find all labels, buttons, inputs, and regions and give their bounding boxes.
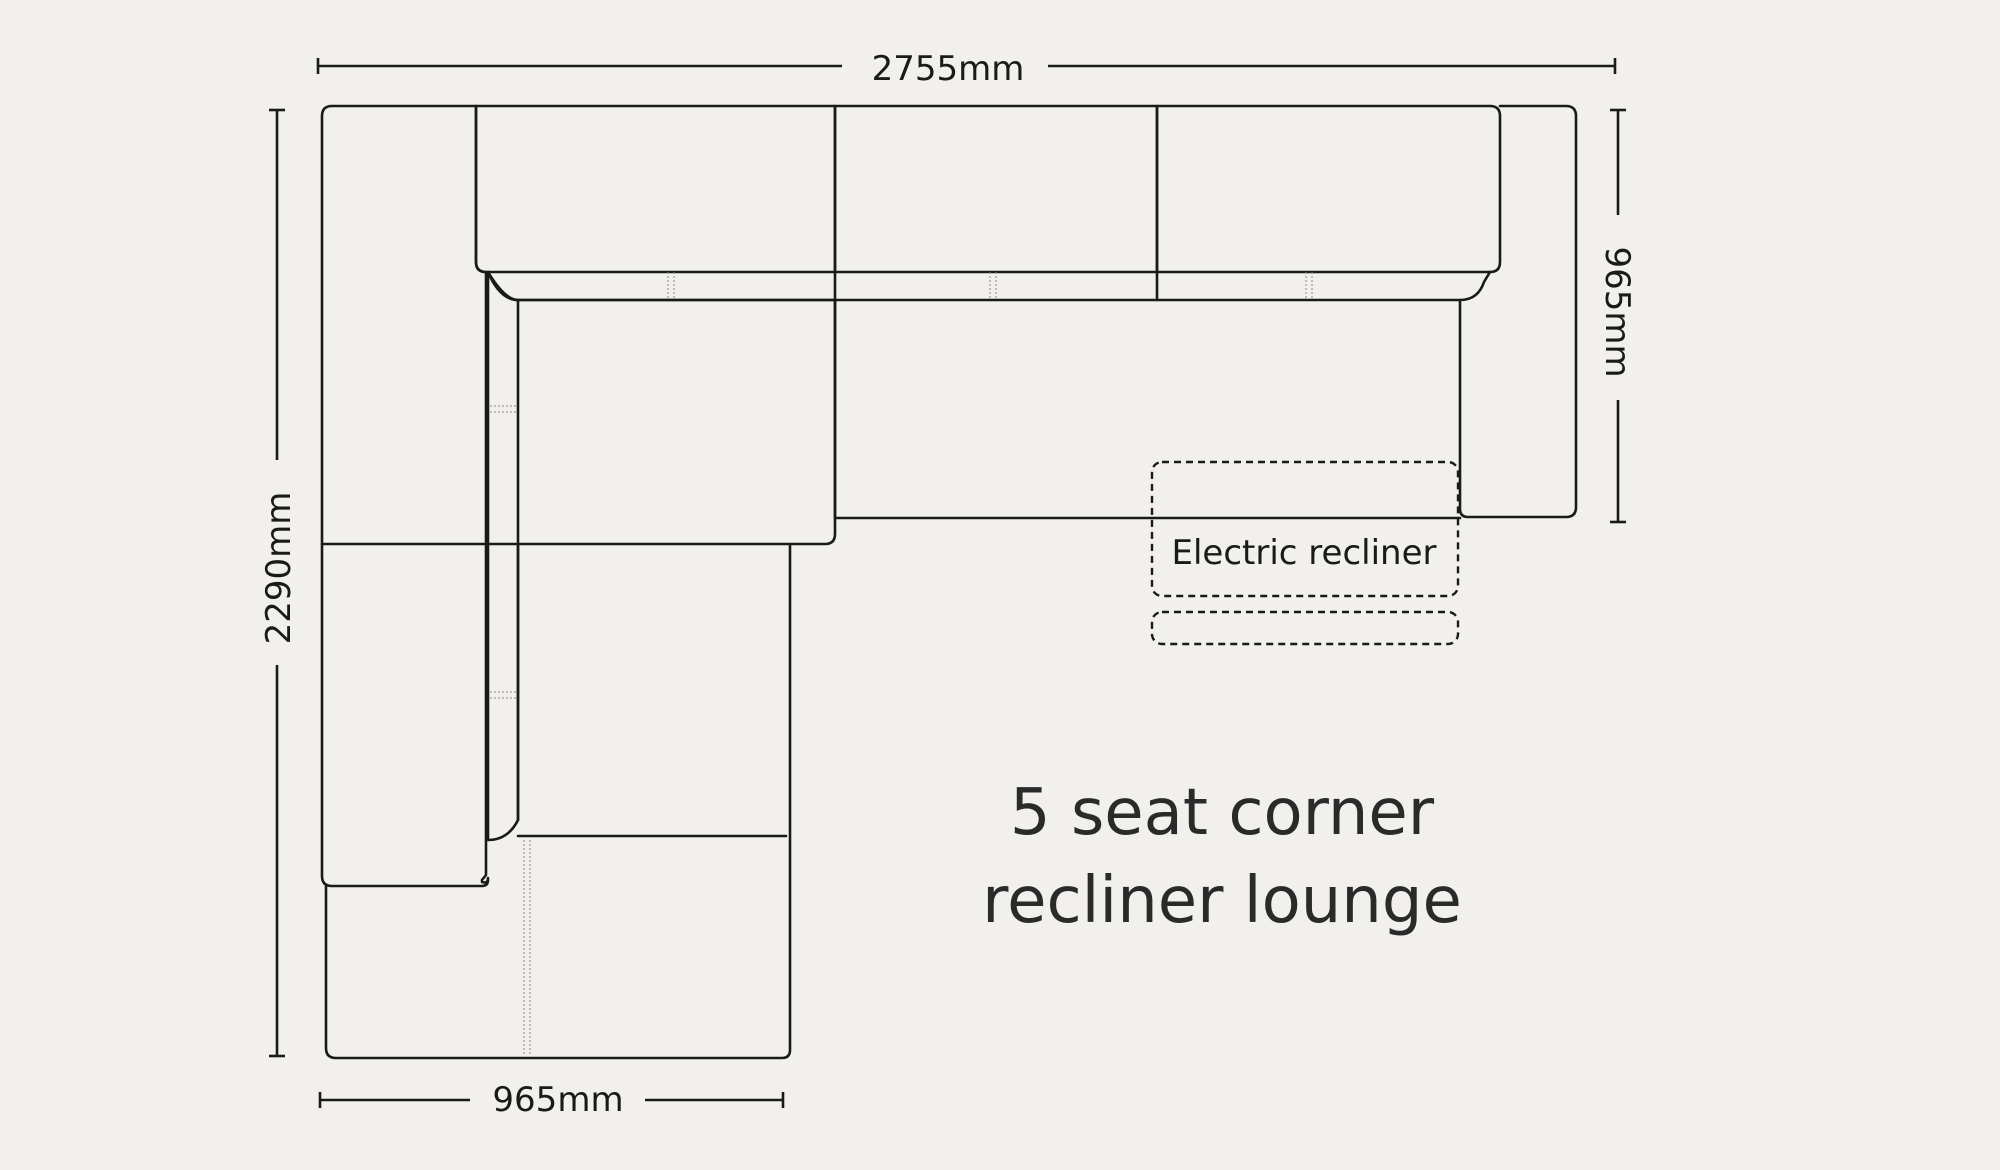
dimension-right-label: 965mm	[1597, 246, 1637, 377]
title-line-2: recliner lounge	[982, 864, 1462, 938]
top-backrest-middle	[833, 104, 1159, 274]
top-backrest-right	[1155, 104, 1502, 274]
chaise	[324, 542, 792, 1060]
dimension-right: 965mm	[1597, 108, 1637, 524]
dimension-bottom: 965mm	[318, 1080, 785, 1120]
dimension-left: 2290mm	[259, 108, 299, 1058]
sofa-outline	[320, 104, 1578, 1060]
top-seat-middle	[833, 298, 1462, 520]
dimension-top-label: 2755mm	[872, 49, 1025, 89]
title-line-1: 5 seat corner	[1010, 776, 1435, 850]
right-armrest	[1458, 104, 1578, 519]
recliner-footrest	[1150, 460, 1460, 598]
dimension-bottom-label: 965mm	[492, 1080, 623, 1120]
top-seat-strip	[486, 270, 1492, 302]
product-title: 5 seat corner recliner lounge	[982, 776, 1462, 938]
recliner-extension	[1150, 610, 1460, 646]
left-armrest	[320, 104, 490, 888]
left-seat-back	[486, 270, 520, 842]
electric-recliner: Electric recliner	[1150, 460, 1460, 646]
dimension-left-label: 2290mm	[259, 492, 299, 645]
recliner-label: Electric recliner	[1172, 533, 1437, 573]
top-backrest-left	[474, 104, 837, 274]
dimension-top: 2755mm	[316, 49, 1617, 89]
corner-seat	[486, 298, 837, 546]
